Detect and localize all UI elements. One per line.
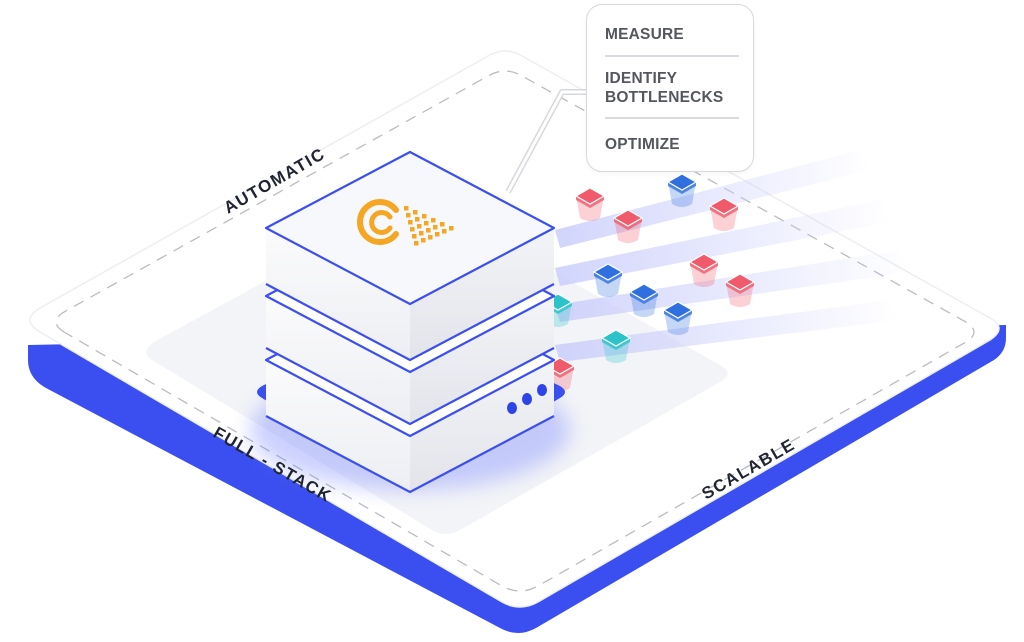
request-cube-icon [600,329,632,363]
request-cube-icon [592,263,624,297]
step-identify-bottlenecks: IDENTIFY BOTTLENECKS [605,70,724,106]
request-cube-icon [724,273,756,307]
status-dots-icon [507,384,547,414]
request-cube-icon [628,283,660,317]
step-optimize: OPTIMIZE [605,136,680,153]
platform-dashed-border [55,70,975,592]
request-cube-icon [666,173,698,207]
request-cube-icon [688,253,720,287]
process-callout: MEASURE IDENTIFY BOTTLENECKS OPTIMIZE [586,4,754,172]
request-cube-icon [708,197,740,231]
brand-logo-icon [357,199,454,246]
step-measure: MEASURE [605,26,684,43]
callout-divider [605,117,739,119]
request-cube-icon [612,209,644,243]
request-cube-icon [662,301,694,335]
callout-divider [605,55,739,57]
request-cube-icon [574,187,606,221]
request-cubes [542,173,756,391]
